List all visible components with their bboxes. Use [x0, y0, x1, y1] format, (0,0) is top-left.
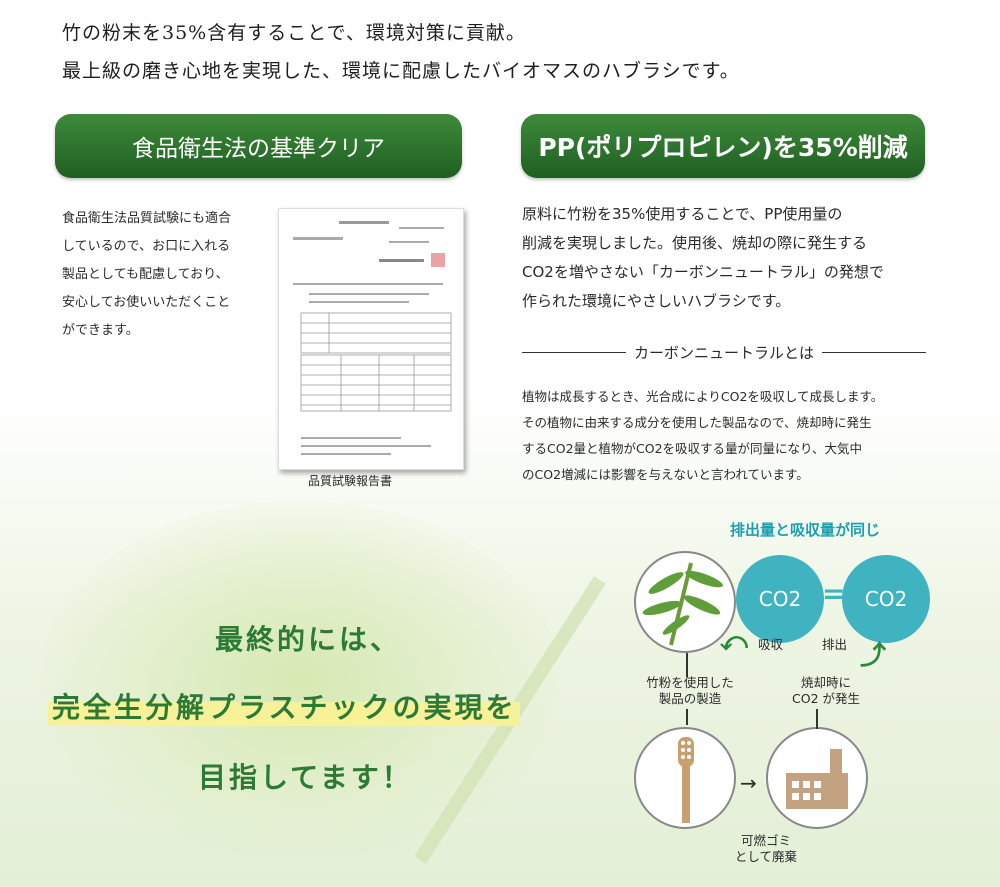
- dispose-line-1: 可燃ゴミ: [740, 833, 791, 848]
- left-text-line: しているので、お口に入れる: [62, 239, 231, 254]
- manufacture-step-label: 竹粉を使用した 製品の製造: [628, 675, 752, 707]
- right-text-line: 作られた環境にやさしいハブラシです。: [522, 292, 791, 310]
- burn-step-label: 焼却時に CO2 が発生: [776, 675, 876, 707]
- pp-reduction-description: 原料に竹粉を35%使用することで、PP使用量の 削減を実現しました。使用後、焼却…: [522, 200, 932, 316]
- final-message-line-1: 最終的には、: [215, 623, 402, 656]
- pp-reduction-banner-label: PP(ポリプロピレン)を35%削減: [538, 133, 908, 162]
- pp-reduction-banner: PP(ポリプロピレン)を35%削減: [521, 114, 925, 178]
- burn-line-2: CO2 が発生: [792, 691, 860, 706]
- carbon-cycle-diagram: 排出量と吸収量が同じ CO2 = CO2 ⤺ 吸収 排出 ⤴ 竹粉を使用した 製…: [620, 515, 980, 875]
- carbon-text-line: その植物に由来する成分を使用した製品なので、焼却時に発生: [522, 415, 872, 430]
- emit-arrow-icon: ⤴: [860, 641, 887, 671]
- absorb-label: 吸収: [758, 637, 784, 652]
- factory-circle: [766, 727, 868, 829]
- right-text-line: CO2を増やさない「カーボンニュートラル」の発想で: [522, 263, 884, 281]
- final-message-line-3: 目指してます！: [198, 761, 413, 794]
- co2-emitted-circle: CO2: [842, 555, 930, 643]
- carbon-neutral-heading: カーボンニュートラルとは: [522, 342, 927, 363]
- co2-absorbed-circle: CO2: [736, 555, 824, 643]
- intro-line-1: 竹の粉末を35%含有することで、環境対策に貢献。: [62, 22, 526, 44]
- toothbrush-icon: [678, 737, 694, 823]
- up-arrow-line: [816, 709, 818, 729]
- right-text-line: 原料に竹粉を35%使用することで、PP使用量の: [522, 205, 843, 223]
- report-caption: 品質試験報告書: [308, 474, 393, 488]
- left-text-line: 食品衛生法品質試験にも適合: [62, 211, 232, 226]
- bamboo-circle: [634, 551, 736, 653]
- dispose-line-2: として廃棄: [734, 849, 798, 864]
- burn-line-1: 焼却時に: [800, 675, 851, 690]
- intro-line-2: 最上級の磨き心地を実現した、環境に配慮したバイオマスのハブラシです。: [62, 60, 740, 82]
- right-text-line: 削減を実現しました。使用後、焼却の際に発生する: [522, 234, 868, 252]
- heading-divider-left: [522, 352, 626, 353]
- absorb-arrow-icon: ⤺: [720, 627, 748, 657]
- carbon-text-line: のCO2増減には影響を与えないと言われています。: [522, 467, 809, 482]
- bamboo-icon: [642, 562, 723, 646]
- food-hygiene-description: 食品衛生法品質試験にも適合 しているので、お口に入れる 製品としても配慮しており…: [62, 205, 262, 345]
- dispose-step-label: 可燃ゴミ として廃棄: [706, 833, 826, 865]
- left-text-line: 安心してお使いいただくこと: [62, 295, 231, 310]
- quality-test-report-image: [278, 208, 464, 470]
- manufacture-line-2: 製品の製造: [658, 691, 722, 706]
- carbon-neutral-description: 植物は成長するとき、光合成によりCO2を吸収して成長します。 その植物に由来する…: [522, 384, 932, 488]
- right-arrow-icon: →: [740, 771, 757, 795]
- left-text-line: 製品としても配慮しており、: [62, 267, 229, 282]
- factory-icon: [786, 749, 848, 809]
- manufacture-line-1: 竹粉を使用した: [646, 675, 734, 690]
- food-hygiene-banner-label: 食品衛生法の基準クリア: [132, 136, 385, 162]
- carbon-neutral-heading-label: カーボンニュートラルとは: [634, 344, 815, 362]
- toothbrush-circle: [634, 727, 736, 829]
- final-message-line-2: 完全生分解プラスチックの実現を: [48, 686, 521, 726]
- left-text-line: ができます。: [62, 323, 139, 338]
- equals-sign: =: [822, 577, 846, 610]
- down-arrow-line: [686, 653, 688, 677]
- down-arrow-line-2: [686, 709, 688, 725]
- carbon-text-line: するCO2量と植物がCO2を吸収する量が同量になり、大気中: [522, 441, 863, 456]
- background-glow: [40, 500, 560, 860]
- report-document-illustration: [293, 221, 452, 455]
- emit-label: 排出: [822, 637, 848, 652]
- diagram-title: 排出量と吸収量が同じ: [730, 521, 881, 539]
- heading-divider-right: [822, 352, 927, 353]
- carbon-text-line: 植物は成長するとき、光合成によりCO2を吸収して成長します。: [522, 389, 884, 404]
- food-hygiene-banner: 食品衛生法の基準クリア: [55, 114, 462, 178]
- intro-text: 竹の粉末を35%含有することで、環境対策に貢献。 最上級の磨き心地を実現した、環…: [62, 14, 740, 90]
